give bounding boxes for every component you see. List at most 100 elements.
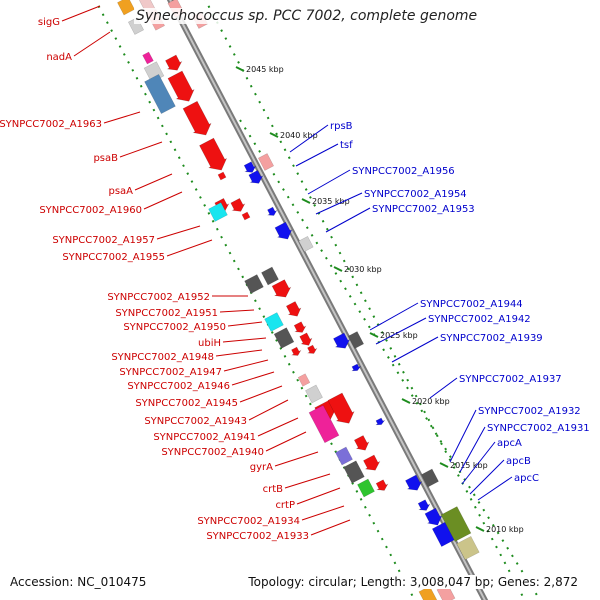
gene-label-forward: sigG [38,17,60,28]
tick-label: 2020 kbp [412,397,450,406]
gene-glyph [208,202,228,222]
gene-glyph [267,206,278,216]
gene-label-reverse: apcB [506,456,531,467]
gene-label-forward: SYNPCC7002_A1960 [39,205,142,216]
topology-text: Topology: circular; Length: 3,008,047 bp… [248,575,578,589]
gene-glyph [424,507,443,526]
gene-label-reverse: apcA [497,438,522,449]
gene-label-forward: SYNPCC7002_A1957 [52,235,155,246]
gene-label-forward: SYNPCC7002_A1947 [119,367,222,378]
leader-line [301,505,345,521]
leader-line [134,173,173,191]
leader-line [166,239,213,257]
forward-gene-labels: sigGnadASYNPCC7002_A1963psaBpsaASYNPCC70… [0,5,351,542]
gene-glyph [405,474,423,491]
gene-glyph [375,417,385,426]
gene-glyph [308,404,340,444]
gene-glyph [351,363,361,372]
gene-label-forward: SYNPCC7002_A1941 [153,432,256,443]
gene-glyph [353,435,370,451]
leader-line [391,336,439,363]
gene-label-forward: crtP [275,500,295,511]
gene-glyph [241,211,251,221]
gene-glyph [167,70,195,102]
gene-glyph [273,327,295,349]
leader-line [223,359,269,372]
gene-label-forward: SYNPCC7002_A1943 [144,416,247,427]
gene-glyph [274,221,293,240]
gene-label-forward: SYNPCC7002_A1940 [161,447,264,458]
leader-line [310,519,351,536]
gene-label-forward: SYNPCC7002_A1963 [0,119,102,130]
gene-features [117,0,480,600]
gene-glyph [335,446,353,466]
tick-label: 2040 kbp [280,131,318,140]
gene-glyph [333,332,351,349]
gene-label-forward: crtB [263,484,284,495]
gene-glyph [343,460,365,484]
reverse-gene-labels: rpsBtsfSYNPCC7002_A1956SYNPCC7002_A1954S… [289,121,590,501]
tick-label: 2010 kbp [486,525,524,534]
leader-line [469,459,505,495]
genome-backbone-highlight [169,0,486,600]
gene-glyph [261,266,279,286]
leader-line [307,169,351,195]
gene-label-reverse: rpsB [330,121,353,132]
gene-label-reverse: SYNPCC7002_A1956 [352,166,455,177]
gene-glyph [285,301,302,317]
leader-line [315,192,363,215]
gene-label-forward: ubiH [198,338,221,349]
gene-glyph [293,321,307,333]
tick-label: 2035 kbp [312,197,350,206]
leader-line [274,451,319,467]
leader-line [375,317,427,345]
gene-label-forward: SYNPCC7002_A1946 [127,381,230,392]
gene-glyph [298,236,314,252]
gene-glyph [182,100,212,136]
gene-label-forward: SYNPCC7002_A1933 [206,531,309,542]
gene-glyph [307,344,318,354]
tick-mark [369,332,379,338]
gene-glyph [456,535,480,561]
gene-glyph [142,51,154,65]
tick-label: 2025 kbp [380,331,418,340]
tick-mark [301,198,311,204]
gene-glyph [375,479,389,491]
leader-line [461,441,496,485]
gene-label-forward: SYNPCC7002_A1934 [197,516,300,527]
gene-label-reverse: SYNPCC7002_A1939 [440,333,543,344]
tick-label: 2045 kbp [246,65,284,74]
leader-line [103,111,141,124]
leader-line [143,191,183,210]
leader-line [215,349,263,357]
gene-label-reverse: SYNPCC7002_A1932 [478,406,581,417]
gene-label-reverse: tsf [340,140,353,151]
gene-glyph [199,137,228,171]
leader-line [284,473,331,489]
tick-mark [235,66,245,72]
leader-line [257,417,299,437]
leader-line [222,337,267,343]
outer-dotted-track [94,0,416,600]
leader-line [265,431,307,452]
tick-label: 2015 kbp [450,461,488,470]
leader-line [477,476,513,501]
tick-label: 2030 kbp [344,265,382,274]
leader-line [248,399,289,421]
gene-glyph [297,373,311,387]
gene-glyph [363,454,381,471]
gene-glyph [217,171,227,181]
leader-line [296,487,341,505]
tick-mark [475,526,485,532]
gene-label-forward: SYNPCC7002_A1955 [62,252,165,263]
kbp-ticks: 2045 kbp 2040 kbp 2035 kbp 2030 kbp 2025 kbp… [235,65,524,534]
leader-line [295,143,339,167]
gene-glyph [357,478,375,498]
leader-line [73,31,111,57]
gene-label-forward: psaB [93,153,118,164]
leader-line [239,385,283,403]
gene-glyph [305,384,323,404]
gene-label-forward: nadA [46,52,72,63]
gene-glyph [117,0,135,16]
